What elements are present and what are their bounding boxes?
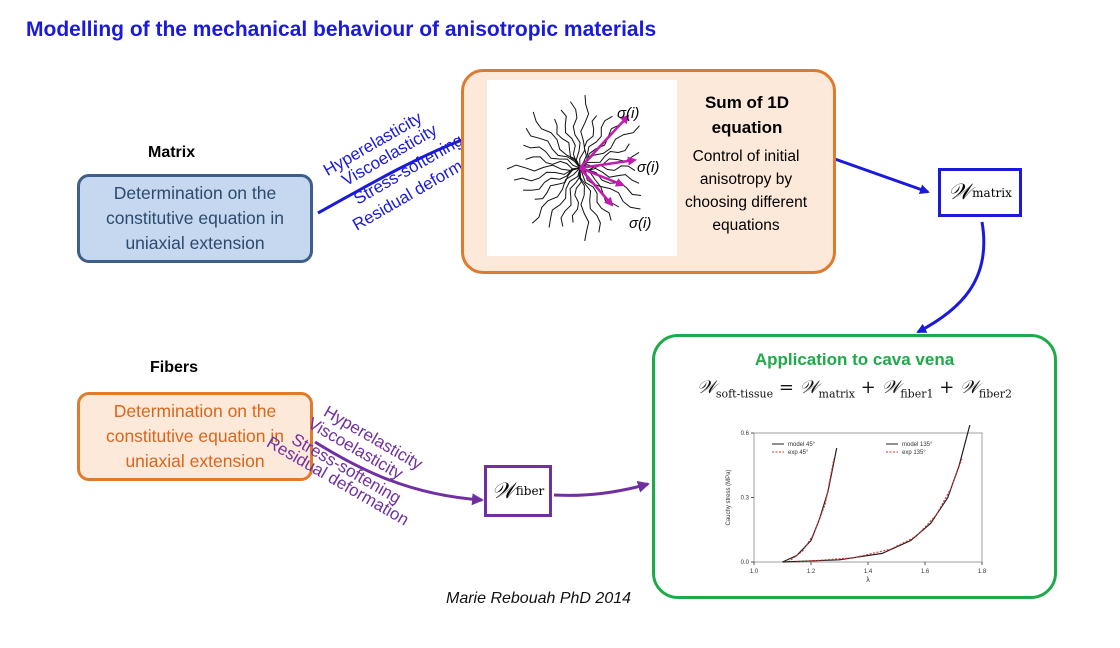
credit-text: Marie Rebouah PhD 2014 [446,590,632,607]
y-axis-label: Cauchy stress (MPa) [726,469,732,525]
fiber-strand [569,101,581,169]
fibers-label: Fibers [150,359,199,376]
legend-entry: exp 135° [902,450,926,456]
eq-w-lhs: 𝒲 [696,377,716,398]
fibers-to-wfiber-arrow [314,440,484,506]
application-title: Application to cava vena [754,350,955,369]
fiber-strand [571,167,582,223]
fiber-strand [531,167,581,224]
x-tick-label: 1.8 [978,569,987,575]
matrix-constitutive-box: Determination on the constitutive equati… [77,174,313,263]
fiber-strand [513,167,581,182]
fiber-strand [525,156,581,170]
fiber-strand [506,164,581,172]
eq-w-t3: 𝒲 [960,377,979,398]
x-tick-label: 1.4 [864,569,873,575]
eq-t3-sub: fiber2 [978,387,1013,401]
x-axis-label: λ [866,577,870,583]
page-title: Modelling of the mechanical behaviour of… [26,18,657,41]
eq-t1-sub: matrix [818,387,855,401]
wfiber-to-application-arrow [553,480,650,497]
x-tick-label: 1.0 [750,569,759,575]
y-tick-label: 0.3 [741,496,750,502]
cauchy-stress-chart: 1.0 1.2 1.4 1.6 1.8 0.0 0.3 0.6 λ Cauchy stress (… [726,425,987,583]
matrix-to-sum-connector [317,138,463,215]
series-line [796,458,963,563]
w-matrix-subscript: matrix [972,185,1012,200]
w-fiber-symbol: 𝒲 [491,478,515,504]
sigma-arrow-4 [579,167,614,207]
soft-tissue-equation: 𝒲soft-tissue = 𝒲matrix + 𝒲fiber1 + 𝒲fibe… [652,377,1057,401]
legend-entry: model 45° [788,442,816,448]
fiber-strand [560,167,581,227]
fibers-constitutive-box: Determination on the constitutive equati… [77,392,313,481]
x-tick-label: 1.2 [807,569,816,575]
w-matrix-symbol: 𝒲 [948,180,972,205]
sum-body-text: Control of initial anisotropy by choosin… [684,148,808,234]
eq-plus-1: + [854,377,882,398]
sigma-arrow-1 [579,114,630,169]
fiber-strand [525,127,581,169]
y-tick-label: 0.6 [741,431,750,437]
sigma-label-bottom: σ(i) [629,215,651,232]
legend-entry: model 135° [902,442,933,448]
eq-w-t2: 𝒲 [881,377,901,398]
fiber-strand [579,143,630,169]
wmatrix-to-application-arrow [916,221,986,334]
eq-t2-sub: fiber1 [900,387,934,401]
y-tick-label: 0.0 [741,560,750,566]
fiber-strand [579,115,598,169]
eq-lhs-sub: soft-tissue [715,387,774,401]
application-box [652,334,1057,599]
sum-heading: Sum of 1D equation [704,93,790,137]
eq-equals: = [773,377,800,398]
fiber-strand [534,167,581,200]
fiber-network-image: σ(i) σ(i) σ(i) [487,80,677,256]
x-tick-label: 1.6 [921,569,930,575]
sum-to-wmatrix-arrow [831,156,930,195]
fiber-strand [560,109,581,169]
fiber-strand [579,167,612,221]
w-fiber-subscript: fiber [515,484,545,498]
matrix-label: Matrix [148,144,196,161]
fiber-strand [532,111,581,169]
sigma-arrow-2 [579,156,637,170]
legend-entry: exp 45° [788,450,809,456]
sigma-label-top: σ(i) [617,105,639,122]
series-line [787,458,835,563]
fiber-strand [523,144,581,169]
fiber-strand [548,167,581,228]
sigma-arrow-3 [579,166,625,187]
matrix-box-text: Determination on the constitutive equati… [105,183,285,253]
eq-plus-2: + [933,377,961,398]
fiber-strand [579,167,640,184]
series-line [782,447,838,563]
sigma-label-mid: σ(i) [637,159,659,176]
fiber-strand [579,167,642,196]
fiber-strand [579,167,601,233]
fiber-network-drawing: σ(i) σ(i) σ(i) [506,95,659,241]
fiber-strand [579,95,590,169]
eq-w-t1: 𝒲 [799,377,819,398]
fibers-box-text: Determination on the constitutive equati… [105,401,285,471]
